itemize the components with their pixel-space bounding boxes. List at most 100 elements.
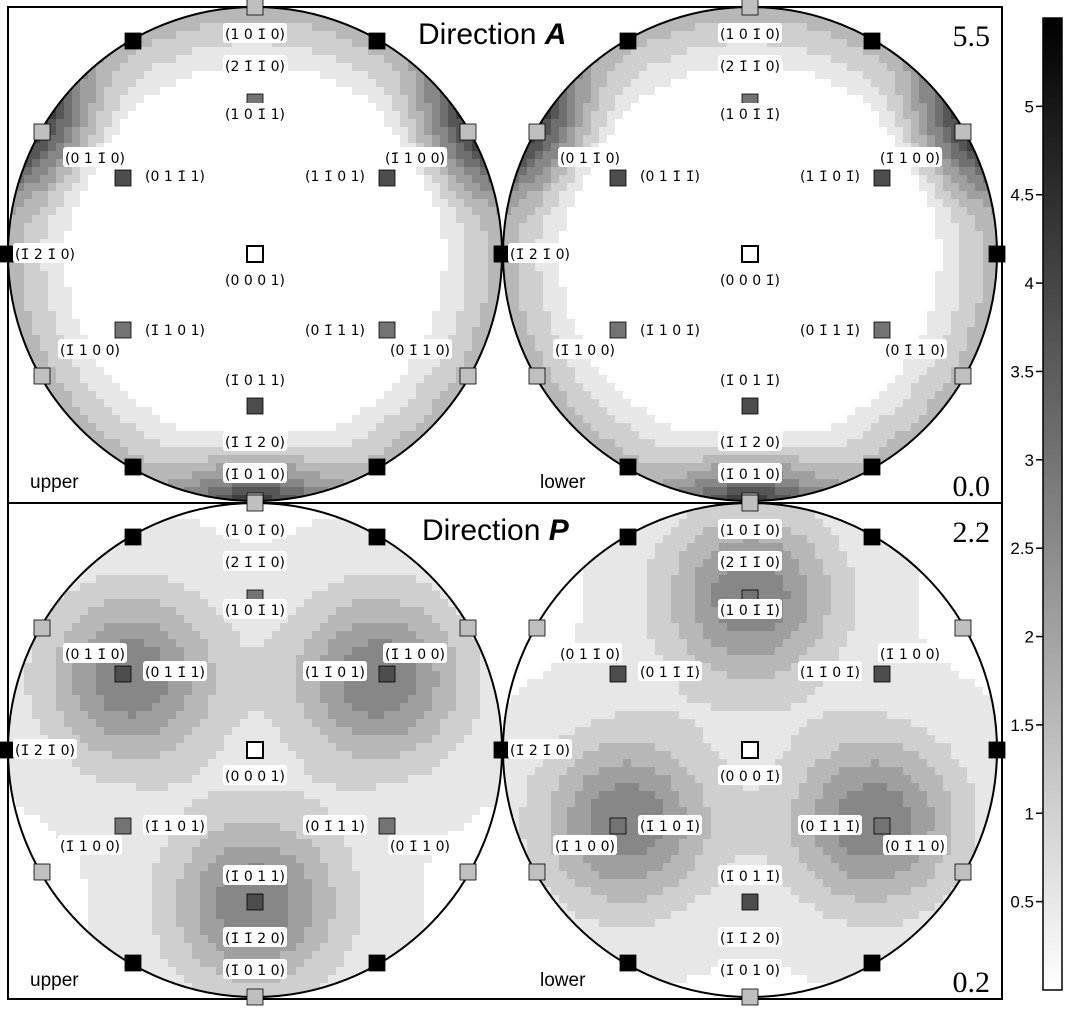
field-cell <box>695 111 704 120</box>
field-cell <box>120 263 129 272</box>
field-cell <box>168 479 177 488</box>
field-cell <box>272 119 281 128</box>
field-cell <box>615 71 624 80</box>
field-cell <box>216 79 225 88</box>
field-cell <box>951 175 960 184</box>
field-cell <box>296 151 305 160</box>
field-cell <box>615 55 624 64</box>
field-cell <box>655 103 664 112</box>
field-cell <box>456 159 465 168</box>
field-cell <box>815 255 824 264</box>
field-cell <box>855 183 864 192</box>
field-cell <box>256 319 265 328</box>
field-cell <box>567 95 576 104</box>
field-cell <box>352 311 361 320</box>
field-cell <box>336 39 345 48</box>
field-cell <box>392 223 401 232</box>
field-cell <box>959 271 968 280</box>
field-cell <box>384 55 393 64</box>
field-cell <box>312 247 321 256</box>
field-cell <box>184 439 193 448</box>
field-cell <box>416 135 425 144</box>
field-cell <box>975 255 984 264</box>
field-cell <box>831 47 840 56</box>
field-cell <box>671 191 680 200</box>
field-cell <box>184 87 193 96</box>
field-cell <box>200 239 209 248</box>
field-cell <box>631 79 640 88</box>
field-cell <box>743 263 752 272</box>
field-cell <box>280 215 289 224</box>
field-cell <box>943 103 952 112</box>
field-cell <box>272 223 281 232</box>
field-cell <box>368 143 377 152</box>
field-cell <box>456 343 465 352</box>
field-cell <box>703 15 712 24</box>
field-cell <box>919 191 928 200</box>
field-cell <box>815 199 824 208</box>
field-cell <box>432 311 441 320</box>
field-cell <box>400 127 409 136</box>
field-cell <box>312 231 321 240</box>
field-cell <box>392 447 401 456</box>
field-cell <box>160 215 169 224</box>
field-cell <box>655 47 664 56</box>
field-cell <box>639 87 648 96</box>
field-cell <box>216 183 225 192</box>
field-cell <box>80 319 89 328</box>
field-cell <box>839 95 848 104</box>
field-cell <box>216 199 225 208</box>
field-cell <box>943 175 952 184</box>
field-cell <box>192 455 201 464</box>
field-cell <box>775 151 784 160</box>
field-cell <box>352 447 361 456</box>
field-cell <box>432 199 441 208</box>
field-cell <box>320 263 329 272</box>
field-cell <box>360 159 369 168</box>
pole-marker <box>246 0 264 16</box>
field-cell <box>320 479 329 488</box>
field-cell <box>711 183 720 192</box>
field-cell <box>296 23 305 32</box>
field-cell <box>304 23 313 32</box>
field-cell <box>408 239 417 248</box>
field-cell <box>503 271 512 280</box>
field-cell <box>232 191 241 200</box>
field-cell <box>120 231 129 240</box>
field-cell <box>519 199 528 208</box>
field-cell <box>256 71 265 80</box>
field-cell <box>647 183 656 192</box>
field-cell <box>352 399 361 408</box>
field-cell <box>280 343 289 352</box>
field-cell <box>519 191 528 200</box>
miller-index-box <box>223 269 287 289</box>
field-cell <box>543 151 552 160</box>
field-cell <box>312 151 321 160</box>
field-cell <box>176 271 185 280</box>
field-cell <box>655 71 664 80</box>
field-cell <box>104 87 113 96</box>
field-cell <box>472 335 481 344</box>
field-cell <box>312 223 321 232</box>
field-cell <box>144 71 153 80</box>
field-cell <box>144 39 153 48</box>
field-cell <box>967 151 976 160</box>
field-cell <box>392 375 401 384</box>
field-cell <box>328 391 337 400</box>
field-cell <box>304 63 313 72</box>
field-cell <box>80 407 89 416</box>
field-cell <box>440 215 449 224</box>
field-cell <box>280 159 289 168</box>
field-cell <box>208 463 217 472</box>
field-cell <box>631 271 640 280</box>
field-cell <box>663 255 672 264</box>
field-cell <box>663 71 672 80</box>
field-cell <box>208 159 217 168</box>
field-cell <box>687 247 696 256</box>
field-cell <box>927 183 936 192</box>
field-cell <box>176 95 185 104</box>
field-cell <box>519 159 528 168</box>
field-cell <box>160 447 169 456</box>
field-cell <box>448 407 457 416</box>
field-cell <box>136 191 145 200</box>
